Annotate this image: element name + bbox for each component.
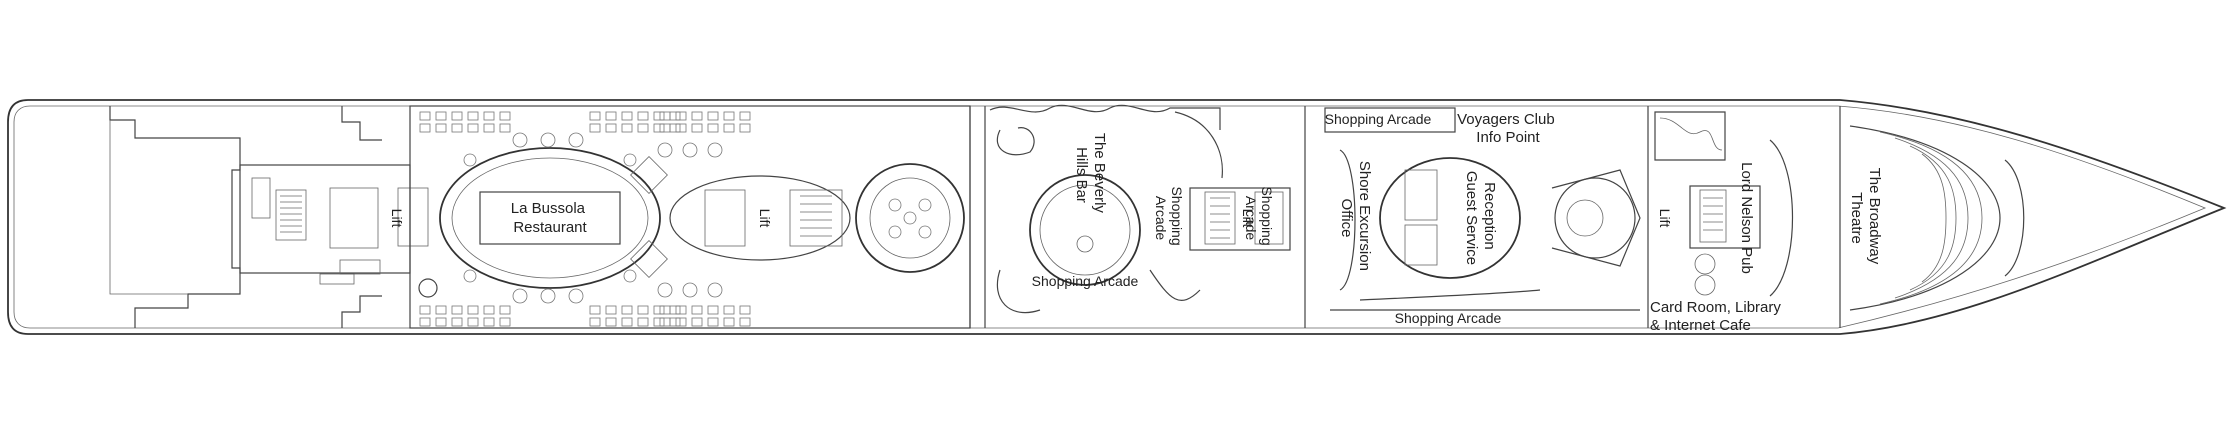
mid-lift-area xyxy=(1189,187,1291,251)
lord-nelson-pub xyxy=(1654,111,1794,297)
mid-aft-lift-area xyxy=(669,175,851,261)
broadway-theatre-label: The Broadway Theatre xyxy=(1848,168,1883,269)
shopping-arcade-label-v1: Shopping Arcade xyxy=(1153,186,1185,249)
broadway-theatre xyxy=(1849,125,2025,311)
dining-tables xyxy=(419,111,751,327)
lift-label-aft: Lift xyxy=(389,209,405,228)
voyagers-club-label: Voyagers Club Info Point xyxy=(1457,111,1559,146)
aft-deck xyxy=(109,106,382,328)
beverly-hills-bar-label: The Beverly Hills Bar xyxy=(1073,133,1108,217)
round-lounge xyxy=(855,163,965,273)
lift-label-fwd: Lift xyxy=(1657,209,1673,228)
lord-nelson-pub-label: Lord Nelson Pub xyxy=(1738,162,1755,274)
shopping-arcade-label-top: Shopping Arcade xyxy=(1325,111,1432,127)
la-bussola-restaurant xyxy=(409,105,971,329)
shore-excursion-label: Shore Excursion Office xyxy=(1338,161,1373,275)
shopping-arcade-label-bottom: Shopping Arcade xyxy=(1395,310,1502,326)
shopping-arcade-label-curve: Shopping Arcade xyxy=(1032,273,1139,289)
beverly-hills-bar xyxy=(989,104,1223,314)
lift-label-mid-aft: Lift xyxy=(757,209,773,228)
reception-label: Reception Guest Service xyxy=(1463,171,1498,265)
card-room-label: Card Room, Library & Internet Cafe xyxy=(1650,299,1785,334)
hull-outline xyxy=(7,99,2227,335)
lift-label-mid: Lift xyxy=(1240,209,1256,228)
la-bussola-label: La Bussola Restaurant xyxy=(511,200,589,236)
reception-area xyxy=(1324,107,1641,301)
shopping-arcade-label-v2: Shopping Arcade xyxy=(1243,186,1275,249)
hull-inner-outline xyxy=(13,105,2207,329)
